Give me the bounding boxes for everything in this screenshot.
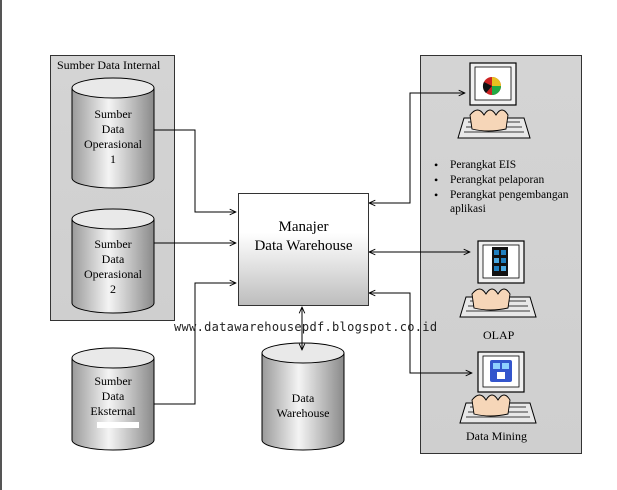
internal-sources-title: Sumber Data Internal (57, 58, 161, 72)
bullet-reporting: Perangkat pelaporan (432, 173, 582, 187)
source1-label: Sumber Data Operasional 1 (84, 107, 142, 166)
manager-title-line2: Data Warehouse (254, 238, 353, 254)
bullet-app-dev: Perangkat pengembangan aplikasi (432, 188, 582, 216)
data-warehouse-manager-box: Manajer Data Warehouse (238, 193, 369, 306)
source2-label: Sumber Data Operasional 2 (84, 237, 142, 296)
arrow-manager-mining (369, 293, 472, 373)
source1-cylinder (71, 77, 155, 189)
warehouse-cylinder (261, 342, 345, 451)
watermark-url: www.datawarehousepdf.blogspot.co.id (174, 320, 438, 334)
arrow-manager-eis (369, 93, 465, 203)
external-source-label: Sumber Data Eksternal (90, 374, 136, 418)
left-border-line (0, 0, 2, 490)
data-mining-computer-icon (459, 351, 537, 424)
arrow-source1-to-manager (154, 129, 236, 212)
arrow-external-to-manager (154, 283, 236, 405)
olap-computer-icon (459, 240, 537, 318)
data-mining-label: Data Mining (466, 429, 527, 443)
manager-title-line1: Manajer (278, 219, 329, 235)
source2-cylinder (71, 208, 155, 314)
warehouse-label: Data Warehouse (276, 391, 330, 420)
eis-computer-icon (457, 62, 531, 139)
bullet-eis: Perangkat EIS (432, 158, 582, 172)
olap-label: OLAP (483, 328, 515, 342)
tools-bullet-list: Perangkat EIS Perangkat pelaporan Perang… (432, 158, 582, 217)
external-cylinder (71, 347, 155, 451)
